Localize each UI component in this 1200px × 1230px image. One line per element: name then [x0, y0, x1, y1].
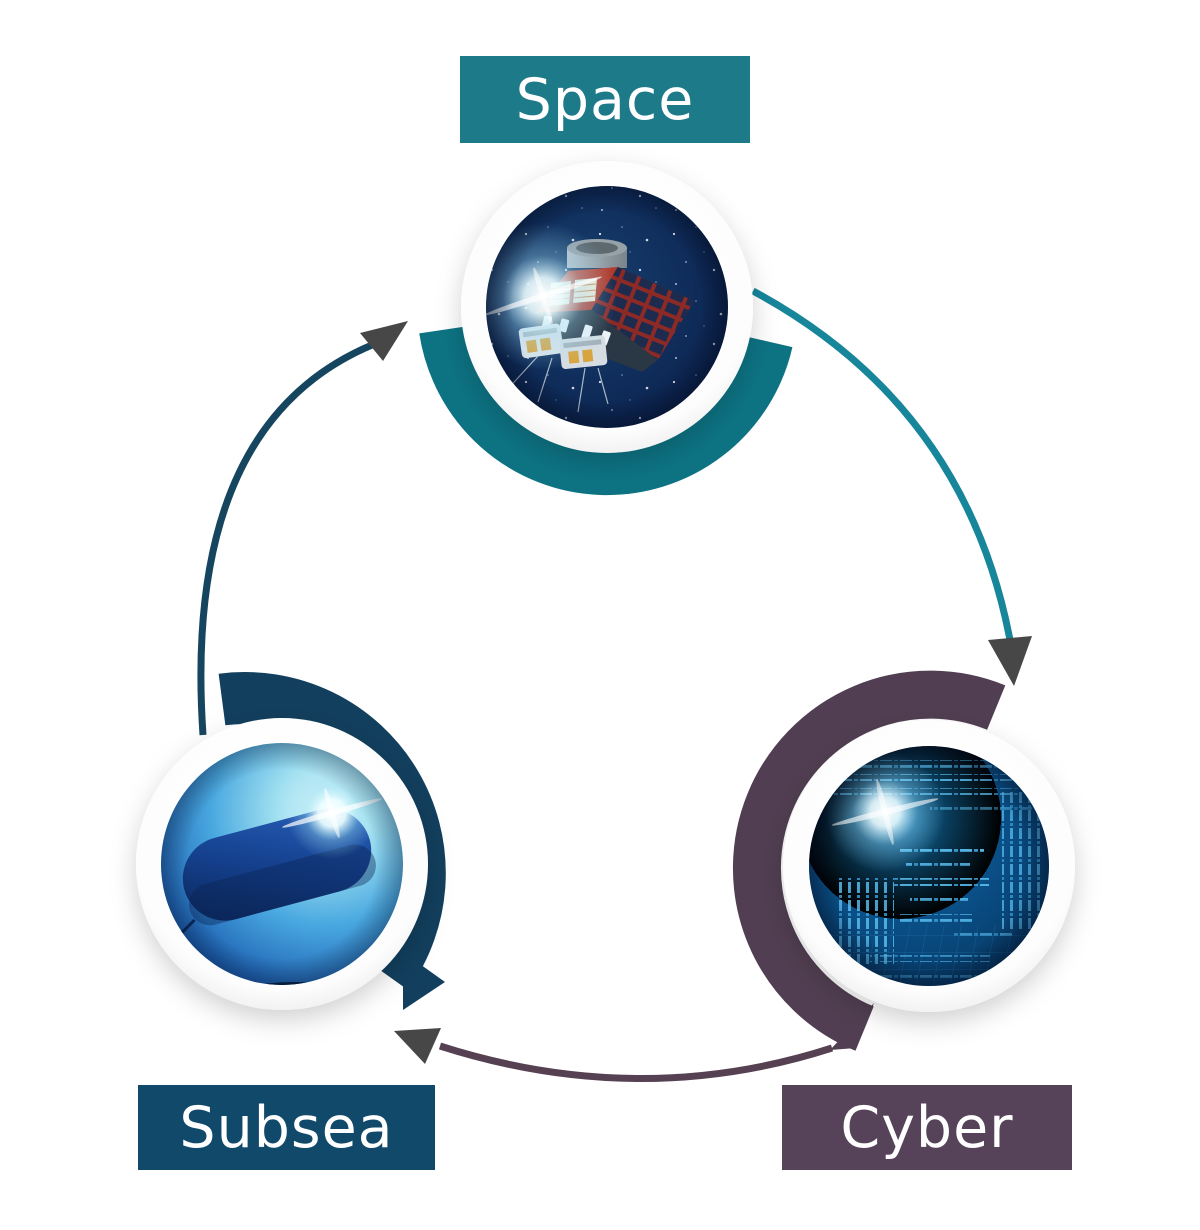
- space-node: [461, 161, 753, 453]
- subsea-label: Subsea: [138, 1085, 435, 1170]
- arrowhead-down-icon: [988, 636, 1032, 686]
- space-arc: [419, 326, 793, 496]
- arrowhead-up-right-icon: [360, 321, 408, 361]
- cyber-arc: [732, 670, 1006, 1051]
- cyber-node: [783, 720, 1075, 1012]
- subsea-node: [136, 718, 428, 1010]
- subsea-image: [161, 743, 403, 985]
- cyber-image: [809, 746, 1049, 986]
- space-label: Space: [460, 56, 750, 143]
- arrowhead-left-icon: [394, 1028, 441, 1064]
- arrow-cyber-to-subsea: [438, 1042, 834, 1082]
- arrow-subsea-to-space: [197, 341, 374, 736]
- space-image: [486, 186, 728, 428]
- cyber-label: Cyber: [782, 1085, 1072, 1170]
- cyber-arc-tip: [830, 1003, 874, 1050]
- arrow-space-to-cyber: [751, 287, 1014, 641]
- subsea-arc-tip: [403, 952, 445, 1010]
